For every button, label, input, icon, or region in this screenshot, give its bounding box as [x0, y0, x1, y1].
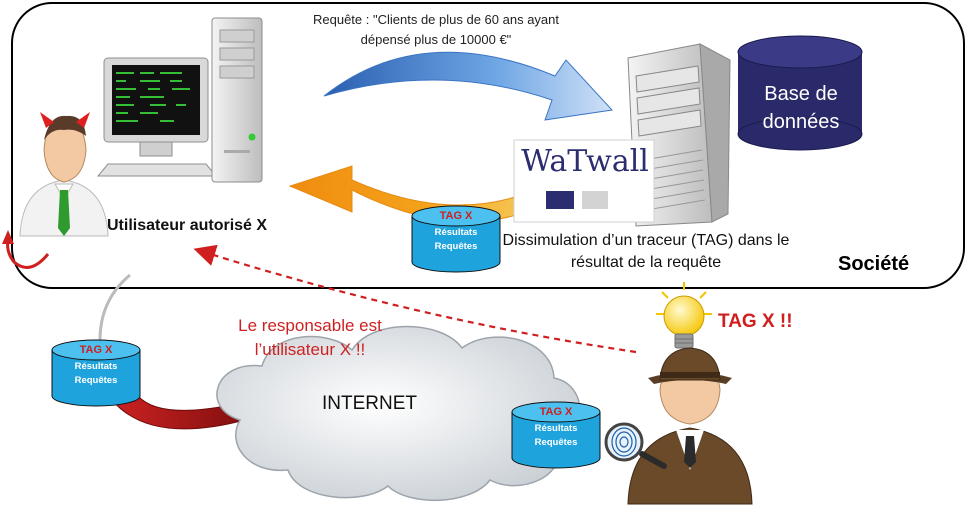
result-cylinder-2 [51, 339, 141, 407]
result-cylinder-3 [511, 401, 601, 469]
exfiltration-link [98, 273, 131, 341]
cylinder-line: Requêtes [434, 241, 478, 252]
watwall-card [513, 139, 655, 223]
cylinder-tag: TAG X [439, 210, 473, 222]
exfiltration-start-arrow [6, 239, 50, 269]
trace-back-arrow [193, 244, 637, 354]
authorized-user-label: Utilisateur autorisé X [107, 217, 268, 234]
cylinder-line: Requêtes [74, 375, 118, 386]
computer-icon [96, 17, 263, 183]
cylinder-tag: TAG X [79, 344, 113, 356]
magnifier-icon [604, 422, 667, 469]
company-label: Société [838, 253, 910, 275]
tag-explanation: Dissimulation d’un traceur (TAG) dans le… [502, 232, 790, 271]
responsible-text: Le responsable est l’utilisateur X !! [238, 316, 382, 359]
cylinder-line: Résultats [74, 361, 118, 372]
cylinder-line: Résultats [434, 227, 478, 238]
query-text: Requête : "Clients de plus de 60 ans aya… [313, 12, 559, 47]
detective-icon [627, 347, 753, 505]
database-label: Base de données [762, 83, 840, 133]
cylinder-line: Résultats [534, 423, 578, 434]
authorized-user-icon [19, 112, 109, 237]
cylinder-tag: TAG X [539, 406, 573, 418]
cylinder-line: Requêtes [534, 437, 578, 448]
alert-text: TAG X !! [718, 311, 793, 332]
cylinder-1-text: TAG X Résultats Requêtes [412, 210, 500, 254]
result-cylinder-1 [411, 205, 501, 273]
company-boundary [11, 2, 965, 289]
internet-label: INTERNET [322, 393, 417, 414]
query-arrow [323, 51, 614, 121]
watwall-logo: WaTwall [521, 144, 649, 179]
lightbulb-icon [656, 282, 712, 349]
cylinder-2-text: TAG X Résultats Requêtes [52, 344, 140, 388]
database-icon [737, 35, 863, 151]
cylinder-3-text: TAG X Résultats Requêtes [512, 406, 600, 450]
